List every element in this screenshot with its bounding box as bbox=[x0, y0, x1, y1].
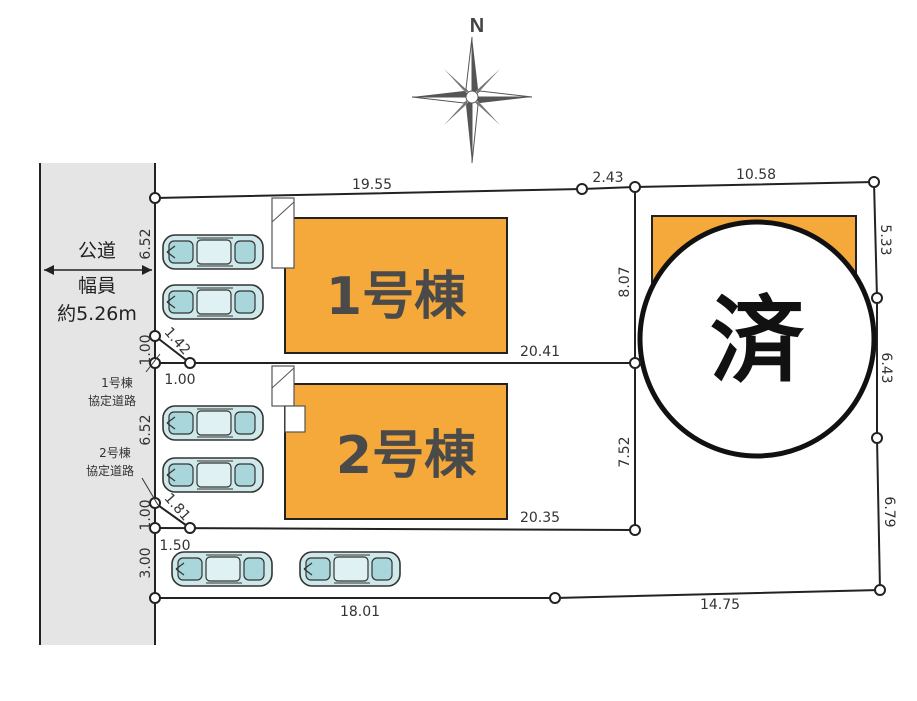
car-icon bbox=[162, 457, 264, 493]
building-1-entrance bbox=[271, 197, 295, 269]
car-icon bbox=[162, 405, 264, 441]
dim-left-p2: 1.00 bbox=[138, 499, 154, 530]
car-icon bbox=[162, 234, 264, 270]
access-path-2-line bbox=[154, 502, 191, 529]
compass-rose-icon bbox=[411, 36, 533, 164]
building-1 bbox=[284, 217, 508, 354]
road-label-1: 公道 bbox=[78, 240, 116, 262]
car-icon bbox=[162, 284, 264, 320]
dim-right-bottom: 6.79 bbox=[881, 496, 897, 527]
dim-mid-1: 20.41 bbox=[520, 344, 560, 360]
lot-boundary-bottom bbox=[155, 589, 881, 599]
access-path-1-line bbox=[154, 335, 191, 364]
dim-bottom-left: 18.01 bbox=[340, 604, 380, 620]
boundary-nodes bbox=[149, 176, 886, 604]
building-2-label: 2号棟 bbox=[336, 426, 477, 486]
dim-divider-lower: 7.52 bbox=[617, 436, 633, 467]
compass-north-label: N bbox=[470, 15, 484, 37]
dim-top-right: 10.58 bbox=[736, 167, 776, 183]
path1-leader bbox=[145, 353, 161, 373]
path2-leader bbox=[141, 477, 159, 506]
sold-marker bbox=[637, 219, 877, 459]
dim-top-left: 19.55 bbox=[352, 177, 392, 193]
path2-note-2: 協定道路 bbox=[86, 463, 134, 478]
dim-left-b2: 6.52 bbox=[138, 414, 154, 445]
lot-boundary-top bbox=[154, 181, 875, 199]
lot-line-mid-2 bbox=[154, 527, 636, 531]
building-2 bbox=[284, 383, 508, 520]
sold-label: 済 bbox=[710, 287, 805, 396]
dim-diag-2: 1.81 bbox=[161, 490, 194, 524]
dim-mid-2: 20.35 bbox=[520, 510, 560, 526]
path1-note-1: 1号棟 bbox=[101, 375, 133, 390]
path1-note-2: 協定道路 bbox=[88, 393, 136, 408]
dim-path1-width: 1.00 bbox=[164, 372, 195, 388]
road-label-2: 幅員 bbox=[78, 275, 116, 297]
dim-top-mid: 2.43 bbox=[592, 170, 623, 186]
dim-right-mid: 6.43 bbox=[878, 352, 894, 383]
dim-right-top: 5.33 bbox=[877, 224, 893, 255]
building-1-label: 1号棟 bbox=[326, 267, 467, 327]
car-icon bbox=[299, 551, 401, 587]
road-label-3: 約5.26m bbox=[57, 303, 137, 325]
dim-left-bottom: 3.00 bbox=[138, 547, 154, 578]
dim-left-b1: 6.52 bbox=[138, 228, 154, 259]
dim-left-p1: 1.00 bbox=[138, 334, 154, 365]
path2-note-1: 2号棟 bbox=[99, 445, 131, 460]
lot-boundary-right bbox=[873, 181, 881, 591]
car-icon bbox=[171, 551, 273, 587]
dim-diag-1: 1.42 bbox=[161, 324, 194, 358]
dim-path2-width: 1.50 bbox=[159, 538, 190, 554]
dim-bottom-right: 14.75 bbox=[700, 597, 740, 613]
building-2-entrance bbox=[271, 365, 295, 407]
dim-divider-upper: 8.07 bbox=[617, 266, 633, 297]
